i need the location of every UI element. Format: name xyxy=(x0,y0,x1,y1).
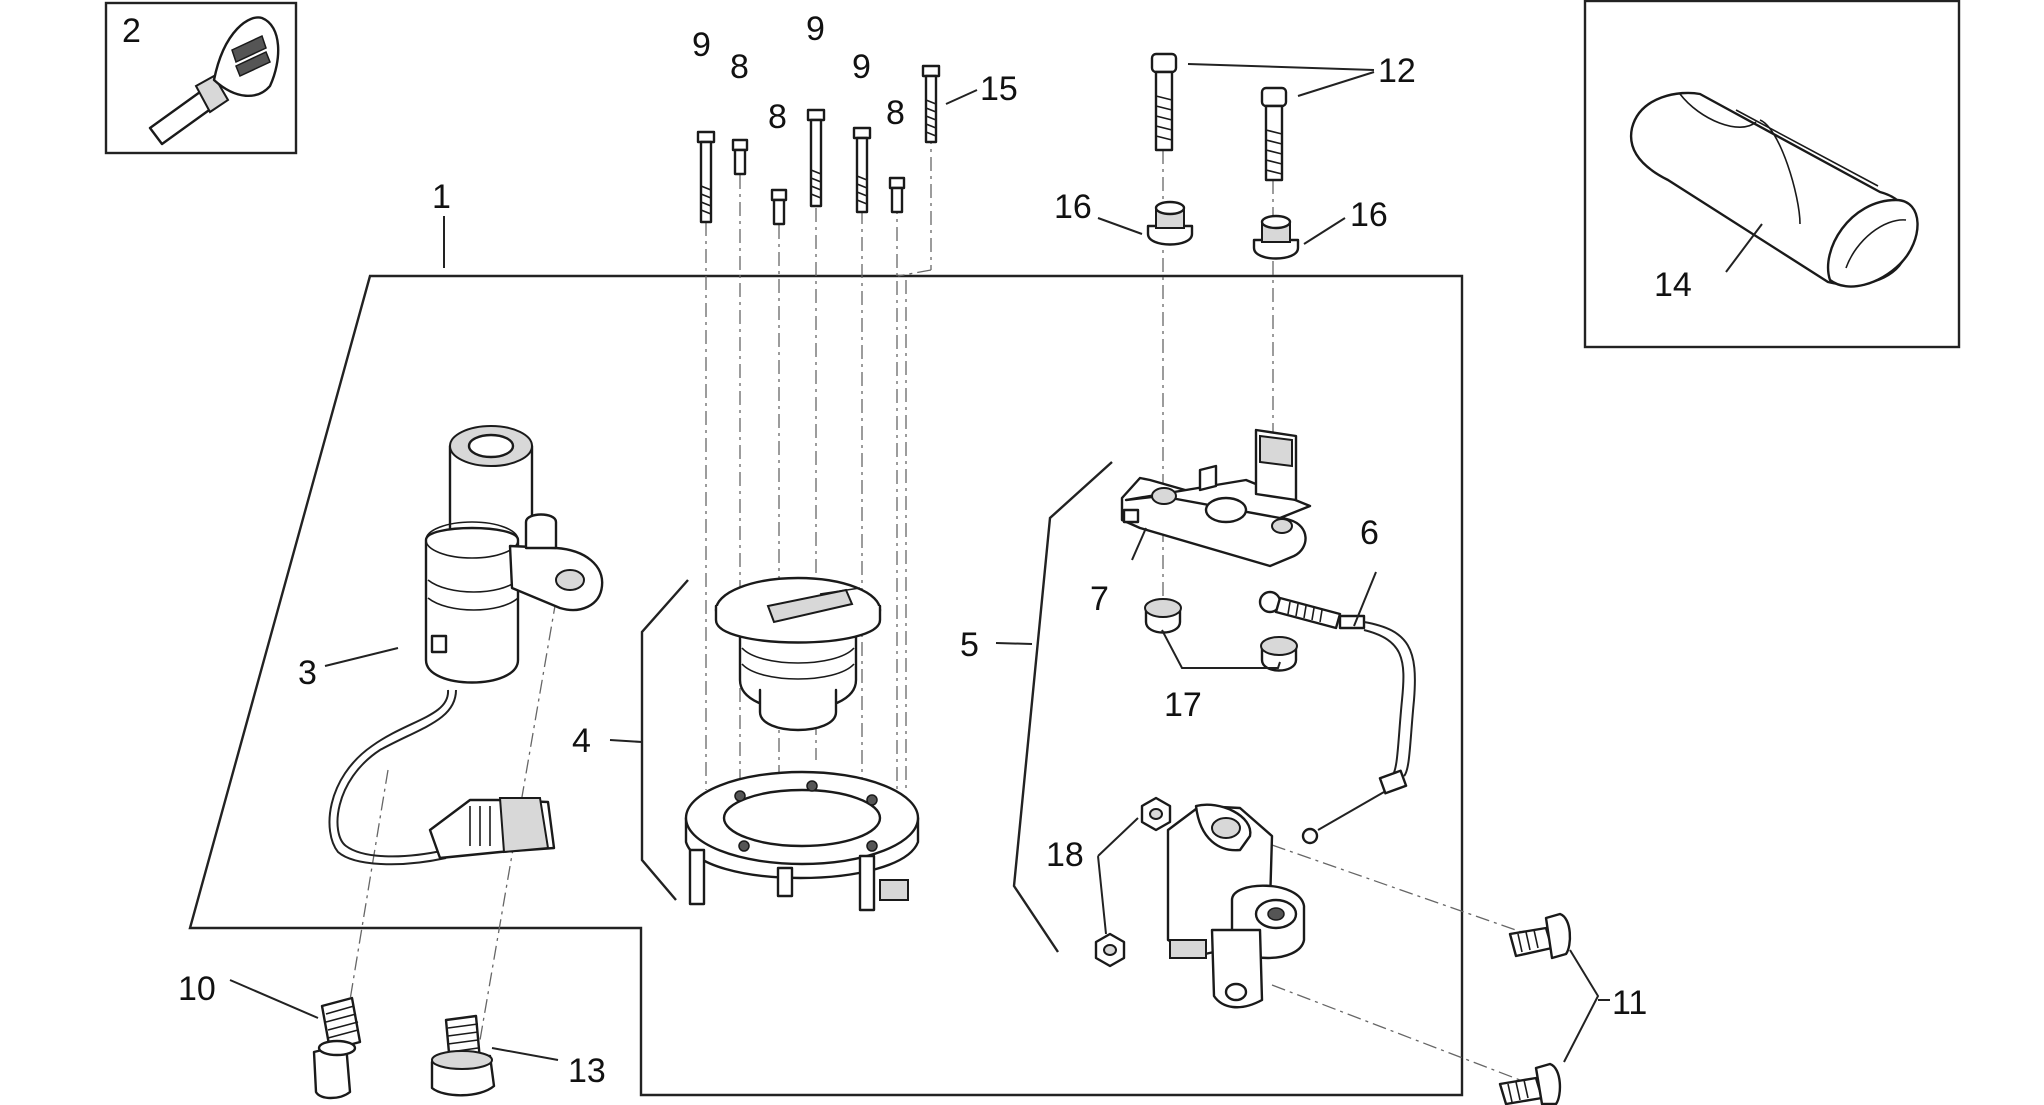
nuts-18 xyxy=(1094,796,1172,968)
grub-screw-part xyxy=(312,996,362,1100)
cap-screw-part xyxy=(430,1014,496,1097)
callout-17: 17 xyxy=(1164,686,1202,724)
callout-6: 6 xyxy=(1360,514,1379,552)
callout-4: 4 xyxy=(572,722,591,760)
callout-10: 10 xyxy=(178,970,216,1008)
callout-16a: 16 xyxy=(1054,188,1092,226)
callout-3: 3 xyxy=(298,654,317,692)
grommets-17 xyxy=(1144,598,1298,672)
callout-12: 12 xyxy=(1378,52,1416,90)
bolts-12-spacers-16 xyxy=(1146,52,1300,260)
callout-15: 15 xyxy=(980,70,1018,108)
callout-9c: 9 xyxy=(852,48,871,86)
kit-1-outline xyxy=(188,274,1464,1097)
seat-lock-bracket-part xyxy=(1120,428,1312,568)
leader-lines xyxy=(229,63,1763,1063)
callout-9b: 9 xyxy=(806,10,825,48)
alignment-lines xyxy=(349,130,1531,1081)
callout-2: 2 xyxy=(122,12,141,50)
tool-bag-part xyxy=(1629,91,1919,288)
callout-9a: 9 xyxy=(692,26,711,64)
fuel-filler-cap-part xyxy=(714,576,882,732)
kit-5-bracket xyxy=(1012,461,1113,953)
screws-8-9-15 xyxy=(696,64,941,226)
ignition-switch-part xyxy=(328,425,604,866)
ignition-key-part xyxy=(148,16,280,146)
tool-bag-inset-box xyxy=(1583,0,1961,349)
callout-5: 5 xyxy=(960,626,979,664)
flange-screws-11 xyxy=(1498,912,1572,1105)
callout-11: 11 xyxy=(1612,984,1647,1022)
seat-lock-cable-part xyxy=(1258,590,1416,845)
callout-8b: 8 xyxy=(768,98,787,136)
callout-1: 1 xyxy=(432,178,451,216)
callout-14: 14 xyxy=(1654,266,1692,304)
seat-lock-part xyxy=(1166,803,1306,1009)
filler-cap-flange-part xyxy=(684,770,920,912)
callout-8c: 8 xyxy=(886,94,905,132)
callout-8a: 8 xyxy=(730,48,749,86)
callout-16b: 16 xyxy=(1350,196,1388,234)
callout-18: 18 xyxy=(1046,836,1084,874)
kit-4-bracket xyxy=(640,579,689,901)
key-inset-box xyxy=(104,1,298,155)
callout-labels: 1 2 3 4 5 6 7 8 8 8 9 9 9 10 11 12 13 14… xyxy=(122,10,1692,1090)
callout-7: 7 xyxy=(1090,580,1109,618)
callout-13: 13 xyxy=(568,1052,606,1090)
